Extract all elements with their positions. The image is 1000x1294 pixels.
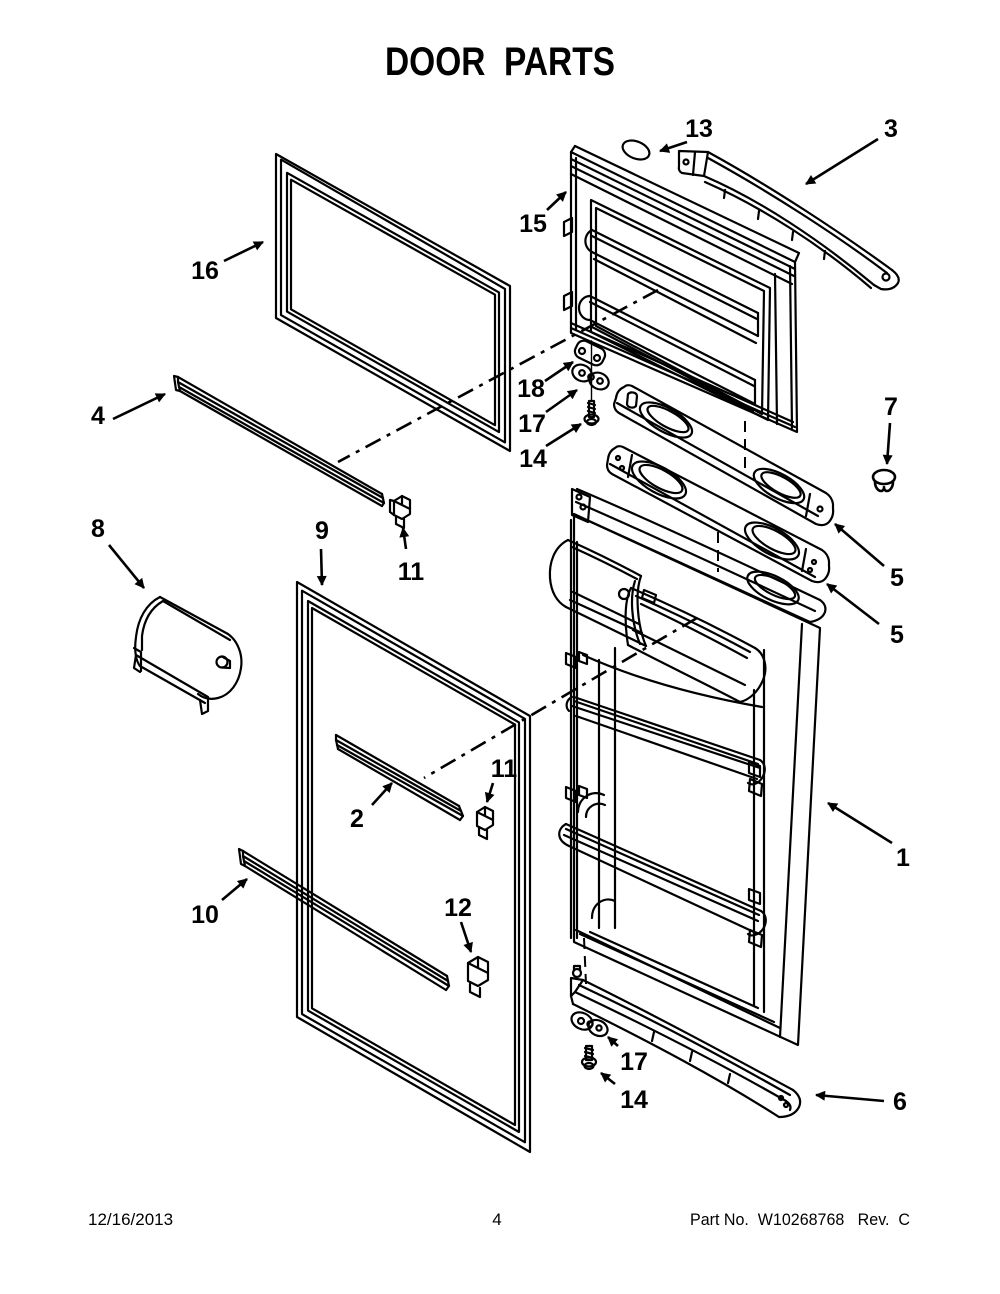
svg-text:18: 18 [517, 375, 545, 403]
svg-text:1: 1 [896, 844, 910, 872]
svg-text:17: 17 [620, 1048, 648, 1076]
svg-text:11: 11 [398, 558, 425, 586]
svg-text:3: 3 [884, 115, 898, 143]
svg-text:8: 8 [91, 515, 105, 543]
svg-text:10: 10 [191, 901, 219, 929]
svg-text:DOOR PARTS: DOOR PARTS [385, 40, 615, 84]
svg-text:6: 6 [893, 1088, 907, 1116]
svg-text:7: 7 [884, 393, 898, 421]
svg-text:15: 15 [519, 210, 547, 238]
svg-text:13: 13 [685, 115, 713, 143]
svg-text:5: 5 [890, 621, 904, 649]
svg-text:16: 16 [191, 257, 219, 285]
svg-text:11: 11 [491, 755, 518, 783]
svg-text:4: 4 [492, 1210, 501, 1229]
svg-text:9: 9 [315, 517, 329, 545]
svg-text:14: 14 [620, 1086, 648, 1114]
svg-text:14: 14 [519, 445, 547, 473]
svg-text:5: 5 [890, 564, 904, 592]
svg-text:17: 17 [518, 410, 546, 438]
svg-text:2: 2 [350, 805, 364, 833]
svg-text:Part No. W10268768 Rev. C: Part No. W10268768 Rev. C [690, 1210, 910, 1229]
svg-text:12/16/2013: 12/16/2013 [88, 1210, 173, 1229]
svg-text:12: 12 [444, 894, 472, 922]
svg-text:4: 4 [91, 402, 105, 430]
